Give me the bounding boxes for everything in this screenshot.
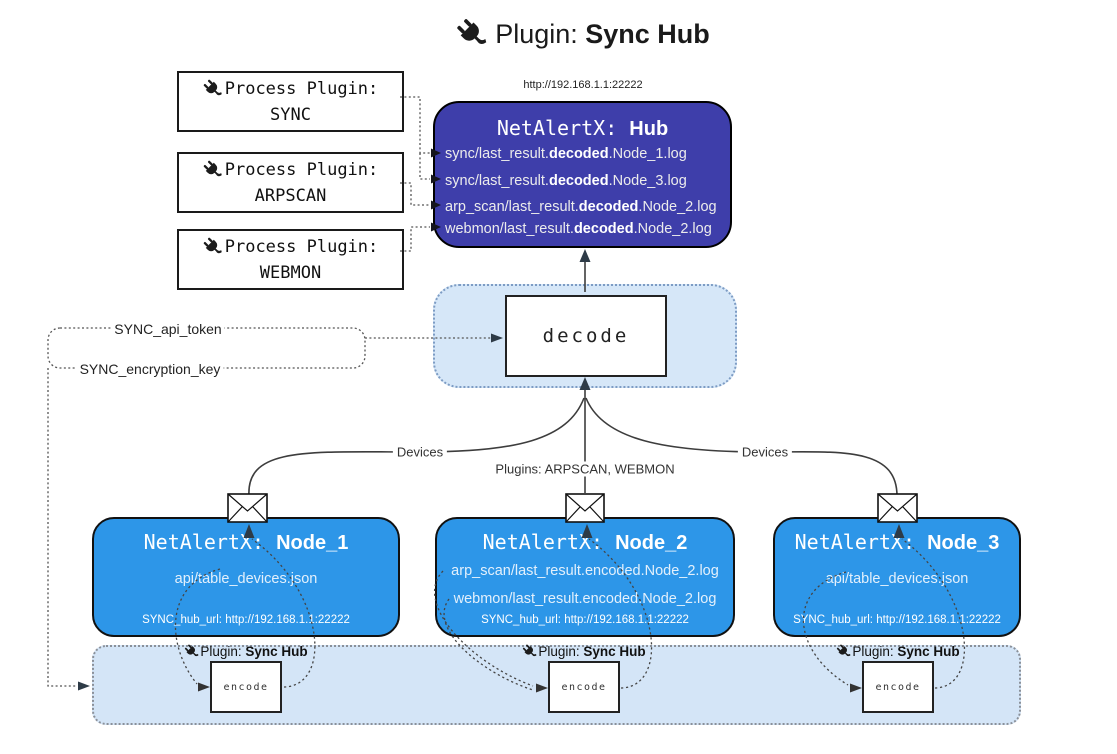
plug-icon bbox=[522, 644, 538, 659]
node-hub-url: SYNC_hub_url: http://192.168.1.1:22222 bbox=[481, 614, 689, 626]
encode-box-node1: encode bbox=[210, 661, 282, 713]
process-plugin-name: ARPSCAN bbox=[254, 185, 327, 206]
hub-url: http://192.168.1.1:22222 bbox=[523, 79, 643, 91]
node-box-node3: NetAlertX: Node_3 api/table_devices.json… bbox=[773, 517, 1021, 637]
sync-api-token-label: SYNC_api_token bbox=[111, 321, 225, 337]
plug-icon bbox=[202, 159, 223, 180]
hub-log-line: arp_scan/last_result.decoded.Node_2.log bbox=[445, 199, 717, 215]
node-box-node1: NetAlertX: Node_1 api/table_devices.json… bbox=[92, 517, 400, 637]
process-plugin-name: SYNC bbox=[270, 104, 311, 125]
node-hub-url: SYNC_hub_url: http://192.168.1.1:22222 bbox=[142, 614, 350, 626]
node-file-line: arp_scan/last_result.encoded.Node_2.log bbox=[451, 563, 719, 579]
hub-log-line: webmon/last_result.decoded.Node_2.log bbox=[445, 221, 712, 237]
node-hub-url: SYNC_hub_url: http://192.168.1.1:22222 bbox=[793, 614, 1001, 626]
encoder-label-node2: Plugin: Sync Hub bbox=[522, 644, 646, 659]
plug-icon bbox=[456, 18, 489, 50]
hub-log-line: sync/last_result.decoded.Node_1.log bbox=[445, 146, 687, 162]
encode-box-node3: encode bbox=[862, 661, 934, 713]
process-plugin-label: Process Plugin: bbox=[224, 78, 379, 99]
decode-box: decode bbox=[505, 295, 667, 377]
node-title: NetAlertX: Node_2 bbox=[482, 530, 688, 554]
process-plugin-box-webmon: Process Plugin: WEBMON bbox=[177, 229, 404, 290]
node-file-line: webmon/last_result.encoded.Node_2.log bbox=[453, 591, 717, 607]
hub-log-line: sync/last_result.decoded.Node_3.log bbox=[445, 173, 687, 189]
title-prefix: Plugin: bbox=[495, 18, 586, 49]
hub-box: NetAlertX: Hub sync/last_result.decoded.… bbox=[433, 101, 732, 248]
process-plugin-label: Process Plugin: bbox=[224, 236, 379, 257]
node-file-line: api/table_devices.json bbox=[825, 571, 969, 587]
node-title: NetAlertX: Node_3 bbox=[794, 530, 1000, 554]
process-plugin-box-arpscan: Process Plugin: ARPSCAN bbox=[177, 152, 404, 213]
sync-encryption-key-label: SYNC_encryption_key bbox=[76, 361, 224, 377]
node-title: NetAlertX: Node_1 bbox=[143, 530, 349, 554]
hub-title: NetAlertX: Hub bbox=[496, 116, 669, 140]
title-bold: Sync Hub bbox=[585, 18, 710, 49]
encoder-label-node3: Plugin: Sync Hub bbox=[836, 644, 960, 659]
edge-label-devices-left: Devices bbox=[392, 444, 448, 460]
plug-icon bbox=[836, 644, 852, 659]
encoder-label-node1: Plugin: Sync Hub bbox=[184, 644, 308, 659]
plug-icon bbox=[202, 236, 223, 257]
page-title: Plugin: Sync Hub bbox=[456, 18, 710, 50]
encode-box-node2: encode bbox=[548, 661, 620, 713]
process-plugin-label: Process Plugin: bbox=[224, 159, 379, 180]
plug-icon bbox=[202, 78, 223, 99]
process-plugin-name: WEBMON bbox=[259, 262, 322, 283]
edge-label-devices-right: Devices bbox=[737, 444, 793, 460]
process-plugin-box-sync: Process Plugin: SYNC bbox=[177, 71, 404, 132]
node-box-node2: NetAlertX: Node_2 arp_scan/last_result.e… bbox=[435, 517, 735, 637]
edge-label-plugins: Plugins: ARPSCAN, WEBMON bbox=[491, 461, 679, 477]
plug-icon bbox=[184, 644, 200, 659]
node-file-line: api/table_devices.json bbox=[174, 571, 318, 587]
